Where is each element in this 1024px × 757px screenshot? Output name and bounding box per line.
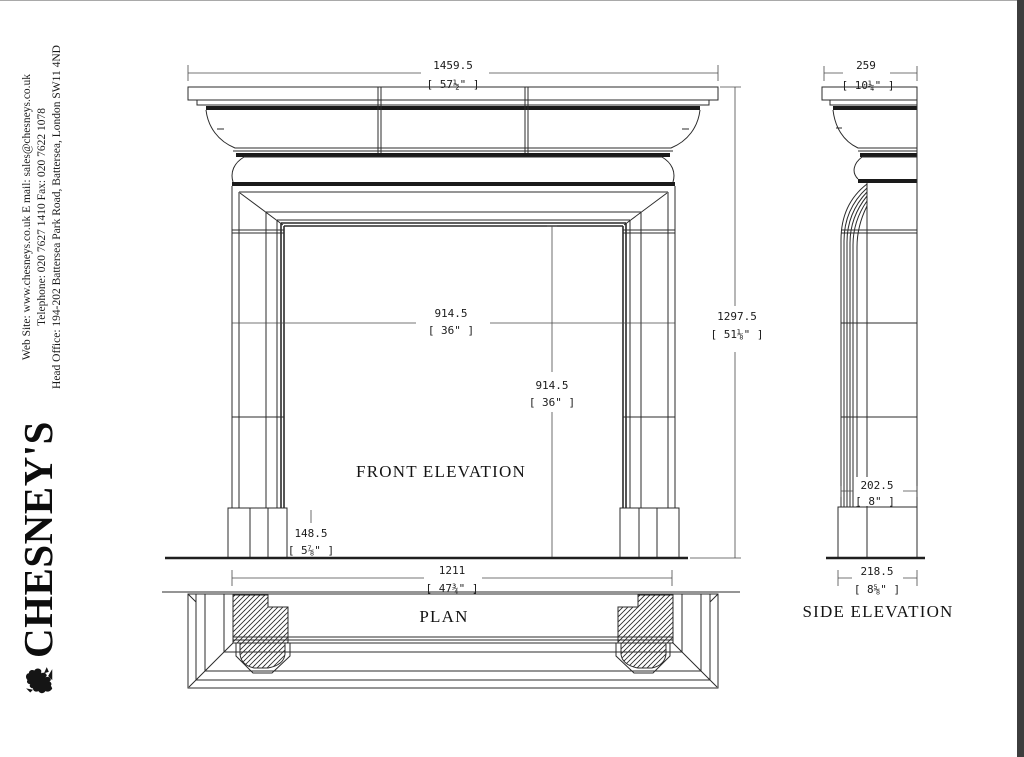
front-opening-height-in: [ 36" ] xyxy=(529,396,575,409)
front-opening-width-in: [ 36" ] xyxy=(428,324,474,337)
side-plinth-depth-in: [ 8⅝" ] xyxy=(854,583,900,596)
front-plinth-height-mm: 148.5 xyxy=(294,527,327,540)
front-overall-height-in: [ 51⅛" ] xyxy=(711,328,764,341)
plan-left-leg-section xyxy=(232,594,289,644)
front-overall-width-in: [ 57½" ] xyxy=(427,78,480,91)
side-jamb-depth-in: [ 8" ] xyxy=(855,495,895,508)
side-jamb-depth-mm: 202.5 xyxy=(860,479,893,492)
heraldic-lion-crest-icon xyxy=(22,665,55,698)
front-base-width-in: [ 47¾" ] xyxy=(426,582,479,595)
front-opening-width-mm: 914.5 xyxy=(434,307,467,320)
front-overall-width-mm: 1459.5 xyxy=(433,59,473,72)
chesneys-logo: CHESNEY'S xyxy=(6,398,70,698)
front-opening-height-mm: 914.5 xyxy=(535,379,568,392)
front-overall-height-mm: 1297.5 xyxy=(717,310,757,323)
plan-right-leg-section xyxy=(617,594,674,644)
side-plinth-depth-mm: 218.5 xyxy=(860,565,893,578)
page-top-border xyxy=(0,0,1024,1)
front-elevation-view: 1459.5 [ 57½" ] 914.5 [ 36" ] 914.5 [ 36… xyxy=(165,59,763,595)
front-elevation-title: FRONT ELEVATION xyxy=(356,462,526,481)
plan-view: PLAN xyxy=(162,591,740,689)
viewer-edge-bar xyxy=(1017,0,1024,757)
side-elevation-view: 259 [ 10¼" ] 202.5 [ 8" ] 218.5 [ 8 xyxy=(802,59,953,621)
plan-title: PLAN xyxy=(419,607,468,626)
front-base-width-mm: 1211 xyxy=(439,564,466,577)
side-elevation-title: SIDE ELEVATION xyxy=(802,602,953,621)
side-shelf-depth-in: [ 10¼" ] xyxy=(842,79,895,92)
side-shelf-depth-mm: 259 xyxy=(856,59,876,72)
front-plinth-height-in: [ 5⅞" ] xyxy=(288,544,334,557)
